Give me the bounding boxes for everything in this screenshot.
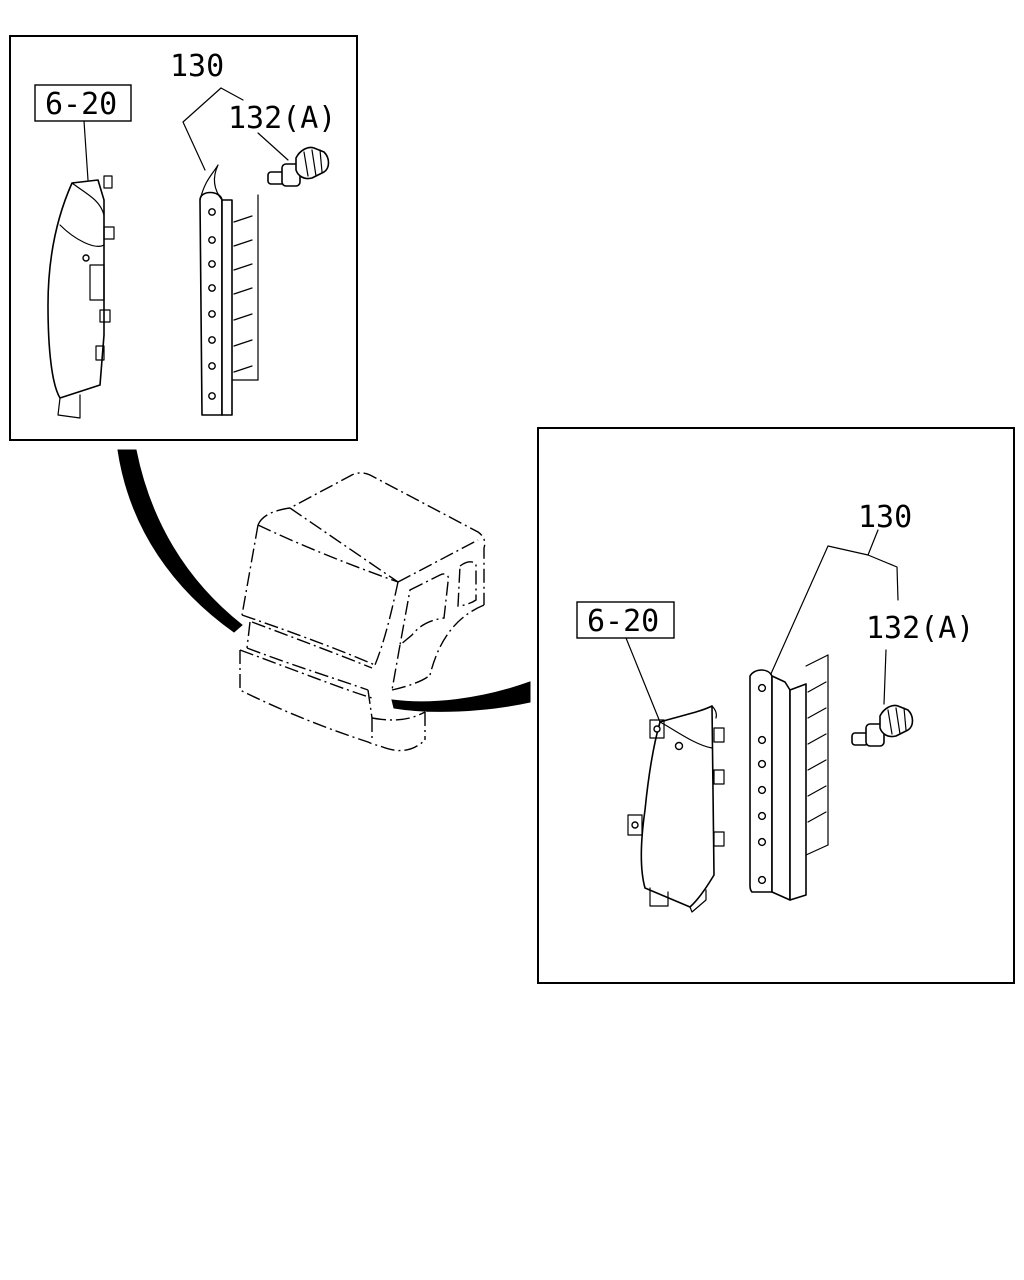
rail-130-left: [199, 164, 259, 416]
clip-132a-left: [267, 146, 330, 187]
ref-tag-right-box: [576, 601, 675, 639]
detail-right: 6-20 130 132(A): [537, 427, 1015, 984]
ref-tag-left: 6-20: [34, 84, 132, 122]
part-130-left-label: 130: [170, 49, 224, 84]
clip-132a-right: [851, 704, 914, 747]
rail-left-hatch: [233, 215, 253, 373]
ref-tag-right-label: 6-20: [587, 604, 659, 639]
callout-arc-right: [391, 681, 531, 712]
corner-cover-left: [47, 175, 115, 419]
rail-left-holes: [208, 208, 216, 400]
rail-130-right: [749, 654, 829, 901]
callout-arcs: [117, 449, 531, 712]
ref-tag-right: 6-20: [576, 601, 675, 639]
detail-left: 6-20 130 132(A): [9, 35, 358, 441]
corner-cover-right: [627, 705, 725, 913]
part-130-right-label: 130: [858, 500, 912, 535]
rail-right-hatch: [807, 681, 827, 823]
part-132a-right-label: 132(A): [866, 611, 974, 646]
ref-tag-left-label: 6-20: [45, 87, 117, 122]
callout-arc-left: [117, 449, 243, 633]
ref-tag-left-box: [34, 84, 132, 122]
rail-right-holes: [757, 683, 767, 885]
part-132a-left-label: 132(A): [228, 101, 336, 136]
detail-left-frame: [9, 35, 358, 441]
detail-right-frame: [537, 427, 1015, 984]
truck-cab: [239, 472, 486, 752]
